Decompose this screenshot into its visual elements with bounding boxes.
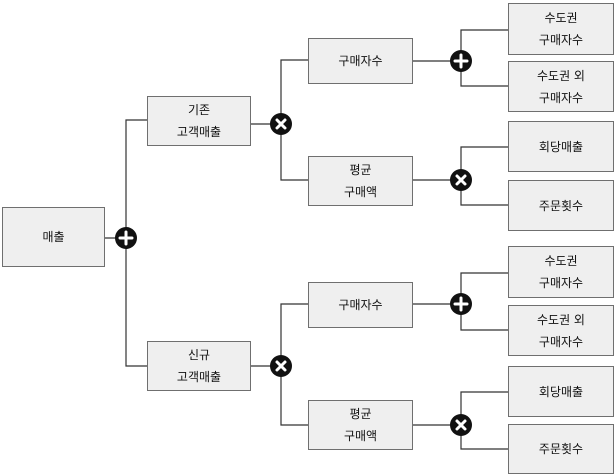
new-buyers-node: 구매자수 [308, 282, 413, 328]
new-nonmetro-buyers-node: 수도권 외 구매자수 [508, 305, 614, 356]
new-order-count-node: 주문횟수 [508, 424, 614, 474]
new-nonmetro-label-2: 구매자수 [538, 334, 584, 349]
existing-label-2: 고객매출 [176, 125, 222, 139]
plus-icon [450, 293, 472, 315]
new-metro-buyers-node: 수도권 구매자수 [508, 246, 614, 298]
existing-avg-label-1: 평균 [349, 163, 372, 177]
new-nonmetro-label-1: 수도권 외 [537, 312, 585, 327]
existing-label-1: 기존 [187, 103, 211, 117]
existing-avg-purchase-node: 평균 구매액 [308, 156, 413, 206]
new-label-2: 고객매출 [176, 370, 222, 384]
plus-icon [115, 227, 137, 249]
new-buyers-label: 구매자수 [338, 298, 383, 312]
existing-nonmetro-buyers-node: 수도권 외 구매자수 [508, 61, 614, 112]
existing-metro-buyers-node: 수도권 구매자수 [508, 3, 614, 55]
times-icon [270, 113, 292, 135]
times-icon [450, 414, 472, 436]
new-customer-sales-node: 신규 고객매출 [147, 341, 251, 391]
existing-customer-sales-node: 기존 고객매출 [147, 96, 251, 146]
existing-avg-label-2: 구매액 [343, 185, 378, 199]
times-icon [270, 355, 292, 377]
new-label-1: 신규 [187, 348, 211, 362]
existing-metro-label-1: 수도권 [544, 11, 578, 25]
existing-buyers-node: 구매자수 [308, 38, 413, 84]
existing-per-visit-label: 회당매출 [538, 139, 584, 154]
existing-order-count-node: 주문횟수 [508, 180, 614, 231]
root-label: 매출 [42, 230, 65, 244]
new-order-count-label: 주문횟수 [538, 442, 584, 456]
existing-per-visit-sales-node: 회당매출 [508, 121, 614, 172]
new-metro-label-2: 구매자수 [538, 276, 584, 290]
root-sales-node: 매출 [2, 207, 105, 267]
new-per-visit-sales-node: 회당매출 [508, 366, 614, 417]
new-avg-purchase-node: 평균 구매액 [308, 400, 413, 450]
existing-order-count-label: 주문횟수 [538, 198, 584, 213]
existing-metro-label-2: 구매자수 [538, 33, 584, 47]
plus-icon [450, 50, 472, 72]
existing-buyers-label: 구매자수 [338, 54, 383, 68]
new-avg-label-2: 구매액 [343, 429, 378, 443]
existing-nonmetro-label-1: 수도권 외 [537, 68, 585, 83]
new-metro-label-1: 수도권 [544, 254, 578, 268]
new-avg-label-1: 평균 [349, 407, 372, 421]
times-icon [450, 169, 472, 191]
existing-nonmetro-label-2: 구매자수 [538, 90, 584, 105]
new-per-visit-label: 회당매출 [538, 384, 584, 399]
